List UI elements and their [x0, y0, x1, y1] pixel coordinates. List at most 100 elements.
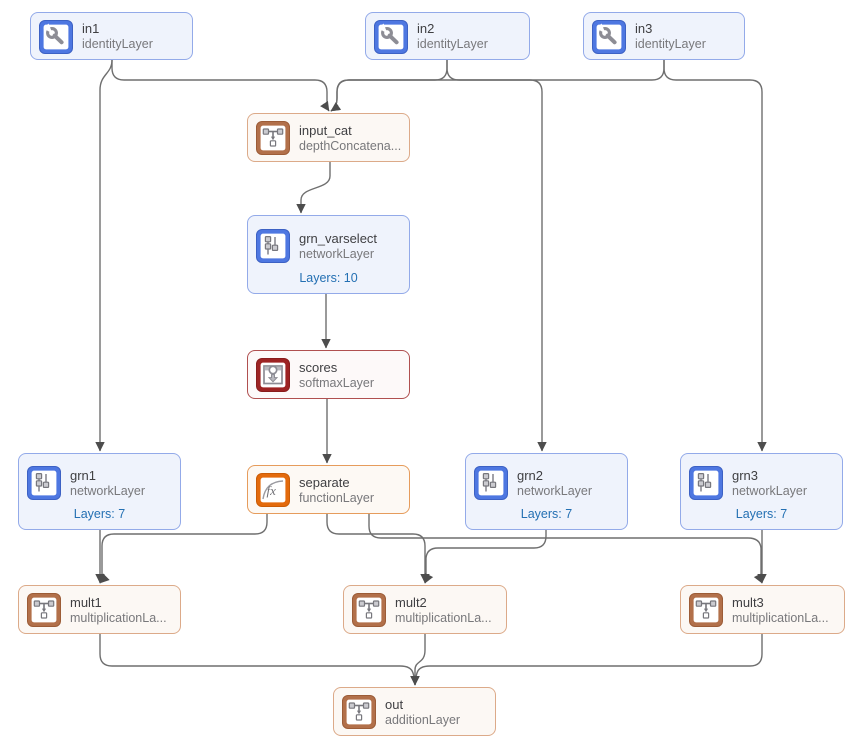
node-title: in2	[417, 21, 435, 36]
node-layers-badge: Layers: 7	[73, 507, 126, 521]
node-subtitle: identityLayer	[417, 37, 488, 51]
node-input_cat[interactable]: input_cat depthConcatena...	[247, 113, 410, 162]
node-layers-badge: Layers: 10	[299, 271, 358, 285]
node-mult2[interactable]: mult2 multiplicationLa...	[343, 585, 507, 634]
node-row: scores softmaxLayer	[256, 356, 401, 394]
node-in2[interactable]: in2 identityLayer	[365, 12, 530, 60]
node-title: in3	[635, 21, 653, 36]
node-separate[interactable]: fx separate functionLayer	[247, 465, 410, 514]
node-labels: grn1 networkLayer	[70, 468, 145, 499]
node-row: mult2 multiplicationLa...	[352, 591, 498, 629]
node-title: grn_varselect	[299, 230, 378, 246]
node-labels: out additionLayer	[385, 697, 460, 728]
svg-text:fx: fx	[267, 483, 277, 498]
node-row: in1 identityLayer	[39, 18, 184, 55]
node-row: mult3 multiplicationLa...	[689, 591, 836, 629]
edge-mult3-out	[410, 634, 763, 686]
edge-in2-input_cat	[330, 60, 448, 112]
edge-in1-input_cat	[111, 60, 330, 112]
node-row: in3 identityLayer	[592, 18, 736, 55]
network-icon	[27, 466, 61, 500]
node-title: mult1	[70, 594, 102, 610]
node-grn2[interactable]: grn2 networkLayer Layers: 7	[465, 453, 628, 530]
wrench-icon	[39, 19, 73, 54]
merge-icon	[27, 593, 61, 627]
node-title: grn1	[70, 467, 97, 483]
merge-icon	[689, 593, 723, 627]
node-subtitle: networkLayer	[517, 483, 593, 498]
node-subtitle: networkLayer	[299, 246, 375, 261]
node-title: out	[385, 696, 404, 712]
node-labels: grn2 networkLayer	[517, 468, 592, 499]
edge-in1-grn1	[95, 59, 113, 452]
node-title: grn2	[517, 467, 544, 483]
node-subtitle: multiplicationLa...	[732, 610, 829, 625]
node-row: grn3 networkLayer	[689, 459, 834, 507]
fx-icon: fx	[256, 473, 290, 507]
node-title: input_cat	[299, 122, 352, 138]
node-row: fx separate functionLayer	[256, 471, 401, 509]
node-in3[interactable]: in3 identityLayer	[583, 12, 745, 60]
node-title: mult2	[395, 594, 427, 610]
node-mult1[interactable]: mult1 multiplicationLa...	[18, 585, 181, 634]
node-labels: grn_varselect networkLayer	[299, 231, 377, 262]
node-out[interactable]: out additionLayer	[333, 687, 496, 736]
node-grn_varselect[interactable]: grn_varselect networkLayer Layers: 10	[247, 215, 410, 294]
merge-icon	[256, 121, 290, 155]
node-subtitle: additionLayer	[385, 712, 461, 727]
node-subtitle: identityLayer	[82, 37, 153, 51]
node-title: mult3	[732, 594, 764, 610]
node-labels: in3 identityLayer	[635, 21, 706, 52]
edge-in2-grn2	[446, 60, 547, 452]
node-row: grn1 networkLayer	[27, 459, 172, 507]
node-scores[interactable]: scores softmaxLayer	[247, 350, 410, 399]
edge-mult1-out	[99, 634, 420, 686]
node-in1[interactable]: in1 identityLayer	[30, 12, 193, 60]
node-layers-badge: Layers: 7	[520, 507, 573, 521]
node-subtitle: networkLayer	[70, 483, 146, 498]
node-row: grn2 networkLayer	[474, 459, 619, 507]
softmax-icon	[256, 358, 290, 392]
node-grn1[interactable]: grn1 networkLayer Layers: 7	[18, 453, 181, 530]
node-row: out additionLayer	[342, 693, 487, 731]
node-subtitle: multiplicationLa...	[395, 610, 492, 625]
node-row: input_cat depthConcatena...	[256, 119, 401, 157]
network-icon	[474, 466, 508, 500]
node-title: grn3	[732, 467, 759, 483]
edge-separate-mult2	[326, 514, 430, 584]
wrench-icon	[374, 19, 408, 54]
node-row: in2 identityLayer	[374, 18, 521, 55]
merge-icon	[342, 695, 376, 729]
edge-in3-input_cat	[330, 60, 665, 112]
node-title: in1	[82, 21, 100, 36]
edge-mult2-out	[410, 634, 426, 686]
node-subtitle: identityLayer	[635, 37, 706, 51]
node-subtitle: functionLayer	[299, 490, 375, 505]
edge-grn2-mult2	[424, 530, 547, 584]
node-subtitle: softmaxLayer	[299, 375, 375, 390]
node-labels: in1 identityLayer	[82, 21, 153, 52]
node-labels: grn3 networkLayer	[732, 468, 807, 499]
node-subtitle: depthConcatena...	[299, 138, 401, 153]
edge-input_cat-grn_varselect	[296, 162, 331, 214]
node-labels: mult1 multiplicationLa...	[70, 595, 167, 626]
node-layers-badge: Layers: 7	[735, 507, 788, 521]
node-labels: in2 identityLayer	[417, 21, 488, 52]
node-grn3[interactable]: grn3 networkLayer Layers: 7	[680, 453, 843, 530]
network-icon	[256, 229, 290, 263]
node-row: mult1 multiplicationLa...	[27, 591, 172, 629]
node-labels: mult3 multiplicationLa...	[732, 595, 829, 626]
node-labels: scores softmaxLayer	[299, 360, 374, 391]
wrench-icon	[592, 19, 626, 54]
node-title: scores	[299, 359, 338, 375]
node-subtitle: multiplicationLa...	[70, 610, 167, 625]
merge-icon	[352, 593, 386, 627]
edge-in3-grn3	[663, 60, 767, 452]
node-row: grn_varselect networkLayer	[256, 221, 401, 271]
node-subtitle: networkLayer	[732, 483, 808, 498]
node-title: separate	[299, 474, 350, 490]
node-labels: mult2 multiplicationLa...	[395, 595, 492, 626]
node-mult3[interactable]: mult3 multiplicationLa...	[680, 585, 845, 634]
